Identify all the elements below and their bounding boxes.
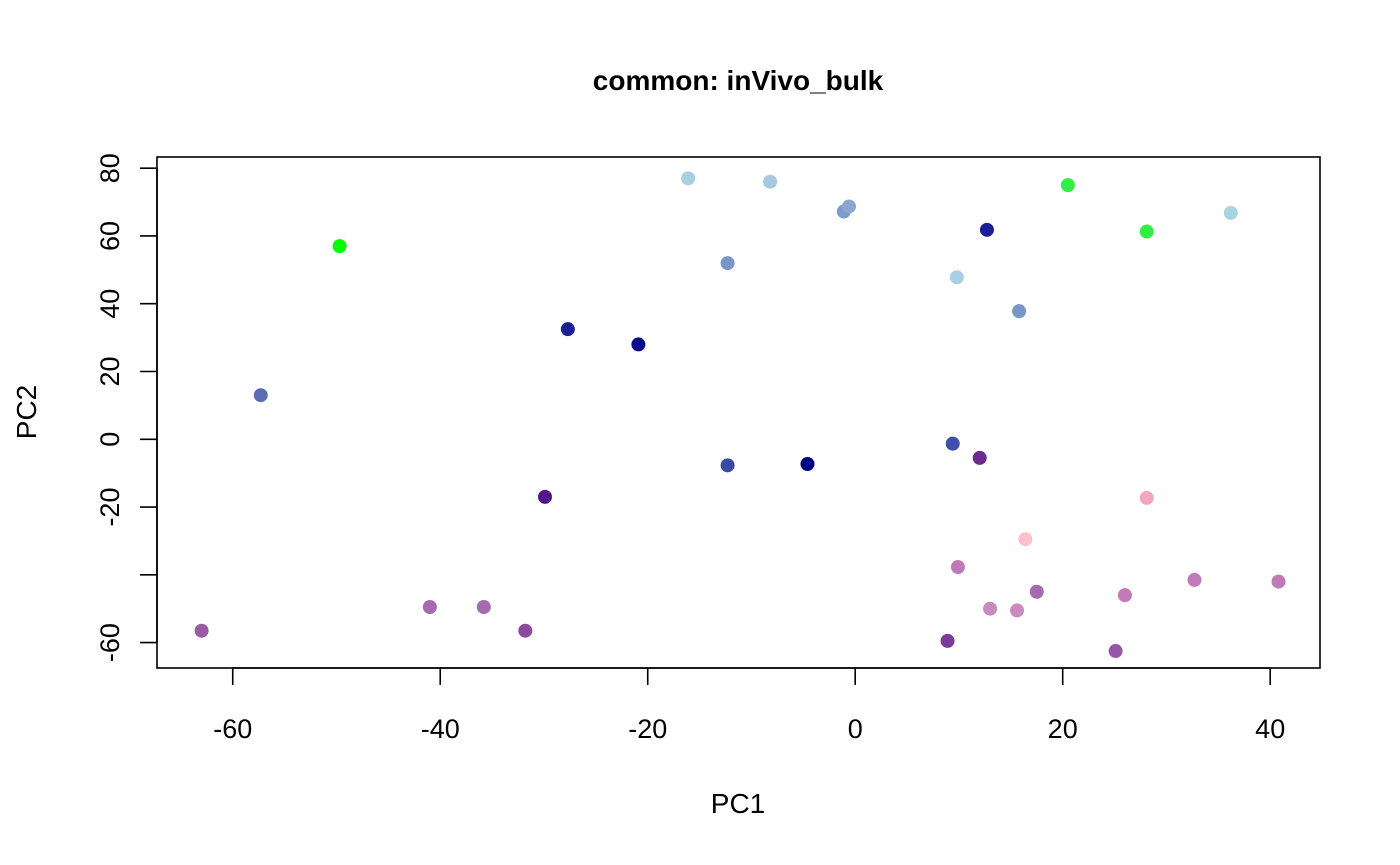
scatter-point — [631, 337, 646, 352]
scatter-point — [518, 623, 533, 638]
scatter-point — [945, 436, 960, 451]
scatter-point — [560, 322, 575, 337]
x-tick-label: 20 — [1048, 714, 1078, 744]
y-tick-label: -60 — [95, 623, 125, 662]
y-tick-label: 80 — [95, 153, 125, 183]
chart-title: common: inVivo_bulk — [593, 65, 884, 96]
scatter-point — [422, 600, 437, 615]
scatter-point — [841, 199, 856, 214]
scatter-point — [1139, 490, 1154, 505]
y-tick-label: 0 — [95, 432, 125, 447]
y-axis-label: PC2 — [11, 385, 42, 439]
x-tick-label: -40 — [421, 714, 460, 744]
scatter-point — [972, 450, 987, 465]
scatter-point — [194, 623, 209, 638]
x-tick-label: 40 — [1255, 714, 1285, 744]
y-tick-label: 20 — [95, 356, 125, 386]
scatter-point — [1029, 584, 1044, 599]
scatter-point — [763, 174, 778, 189]
scatter-point — [253, 388, 268, 403]
scatter-point — [1139, 224, 1154, 239]
scatter-point — [1010, 603, 1025, 618]
data-points — [194, 171, 1286, 659]
scatter-point — [1108, 644, 1123, 659]
scatter-point — [950, 560, 965, 575]
scatter-point — [1117, 588, 1132, 603]
scatter-point — [949, 270, 964, 285]
scatter-point — [940, 633, 955, 648]
y-axis: 80 60 40 20 0 -20 -60 — [95, 153, 158, 662]
scatter-point — [720, 256, 735, 271]
scatter-point — [476, 600, 491, 615]
scatter-point — [332, 239, 347, 254]
scatter-point — [979, 222, 994, 237]
scatter-point — [800, 457, 815, 472]
scatter-point — [1012, 304, 1027, 319]
x-axis: -60 -40 -20 0 20 40 — [213, 667, 1285, 744]
y-tick-label: 40 — [95, 289, 125, 319]
scatter-point — [538, 489, 553, 504]
y-tick-label: 60 — [95, 221, 125, 251]
scatter-point — [1271, 574, 1286, 589]
scatter-point — [1223, 205, 1238, 220]
x-tick-label: -60 — [213, 714, 252, 744]
scatter-point — [1060, 178, 1075, 193]
scatter-point — [720, 458, 735, 473]
scatter-point — [1187, 572, 1202, 587]
scatter-point — [983, 601, 998, 616]
y-tick-label: -20 — [95, 488, 125, 527]
scatter-point — [681, 171, 696, 186]
scatter-point — [1018, 532, 1033, 547]
x-tick-label: 0 — [848, 714, 863, 744]
x-tick-label: -20 — [628, 714, 667, 744]
x-axis-label: PC1 — [711, 788, 765, 819]
